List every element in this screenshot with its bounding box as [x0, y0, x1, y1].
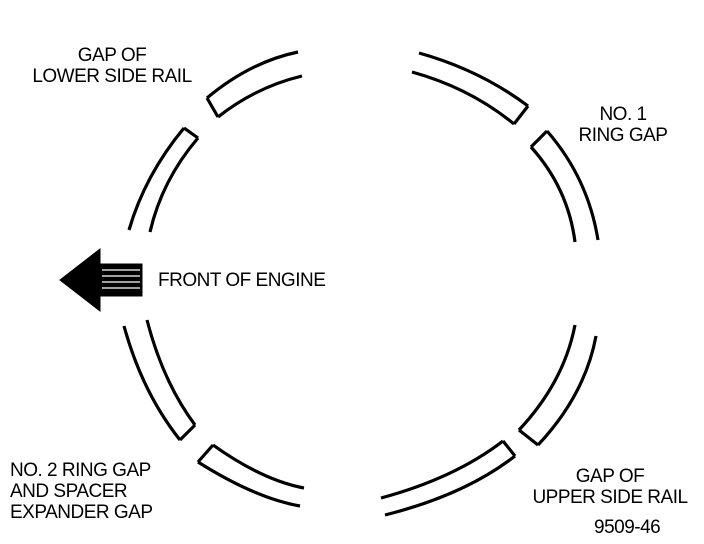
gap-cap-upper-right	[512, 105, 530, 125]
ring-arc-top-right-outer	[418, 51, 529, 108]
label-line: LOWER SIDE RAIL	[32, 66, 192, 87]
label-line: GAP OF	[77, 45, 147, 66]
gap-cap-left-top	[183, 126, 199, 140]
gap-cap-bottom-left	[196, 443, 215, 464]
label-no2-ring-gap: NO. 2 RING GAP AND SPACER EXPANDER GAP	[10, 460, 153, 523]
label-line: GAP OF	[575, 466, 645, 487]
front-of-engine-arrow	[59, 247, 143, 313]
ring-arc-top-right-inner	[411, 70, 516, 126]
label-line: NO. 1	[599, 104, 647, 125]
ring-arc-bottom-right-outer	[384, 454, 516, 517]
label-no1-ring-gap: NO. 1 RING GAP	[570, 104, 676, 146]
gap-cap-right-top	[529, 129, 549, 149]
gap-cap-bottom-right	[501, 440, 517, 457]
ring-arc-left-upper-outer	[127, 126, 186, 231]
ring-arc-bottom-left-outer	[197, 460, 301, 508]
label-line: UPPER SIDE RAIL	[532, 487, 688, 508]
ring-arc-right-lower-inner	[517, 324, 577, 432]
label-gap-upper-side-rail: GAP OF UPPER SIDE RAIL	[526, 466, 694, 508]
ring-arc-bottom-right-inner	[380, 439, 504, 500]
ring-arc-bottom-left-inner	[212, 443, 305, 490]
gap-cap-upper-left	[205, 97, 220, 118]
ring-arc-top-left-inner	[217, 74, 303, 119]
label-line: NO. 2 RING GAP	[10, 460, 151, 481]
label-line: AND SPACER	[10, 481, 128, 502]
ring-arc-left-lower-inner	[145, 319, 197, 426]
gap-cap-left-bottom	[178, 423, 197, 442]
ring-arc-right-lower-outer	[536, 335, 598, 447]
label-gap-lower-side-rail: GAP OF LOWER SIDE RAIL	[24, 45, 200, 87]
ring-arc-right-upper-outer	[545, 129, 600, 241]
label-front-of-engine: FRONT OF ENGINE	[158, 270, 326, 291]
ring-arc-top-left-outer	[205, 50, 299, 100]
ring-arc-left-lower-outer	[122, 325, 182, 441]
label-line: EXPANDER GAP	[10, 502, 153, 523]
figure-number: 9509-46	[594, 517, 661, 538]
ring-arc-left-upper-inner	[148, 136, 200, 233]
ring-arc-right-upper-inner	[529, 145, 577, 243]
label-line: RING GAP	[578, 125, 668, 146]
gap-cap-right-bottom	[518, 428, 539, 447]
